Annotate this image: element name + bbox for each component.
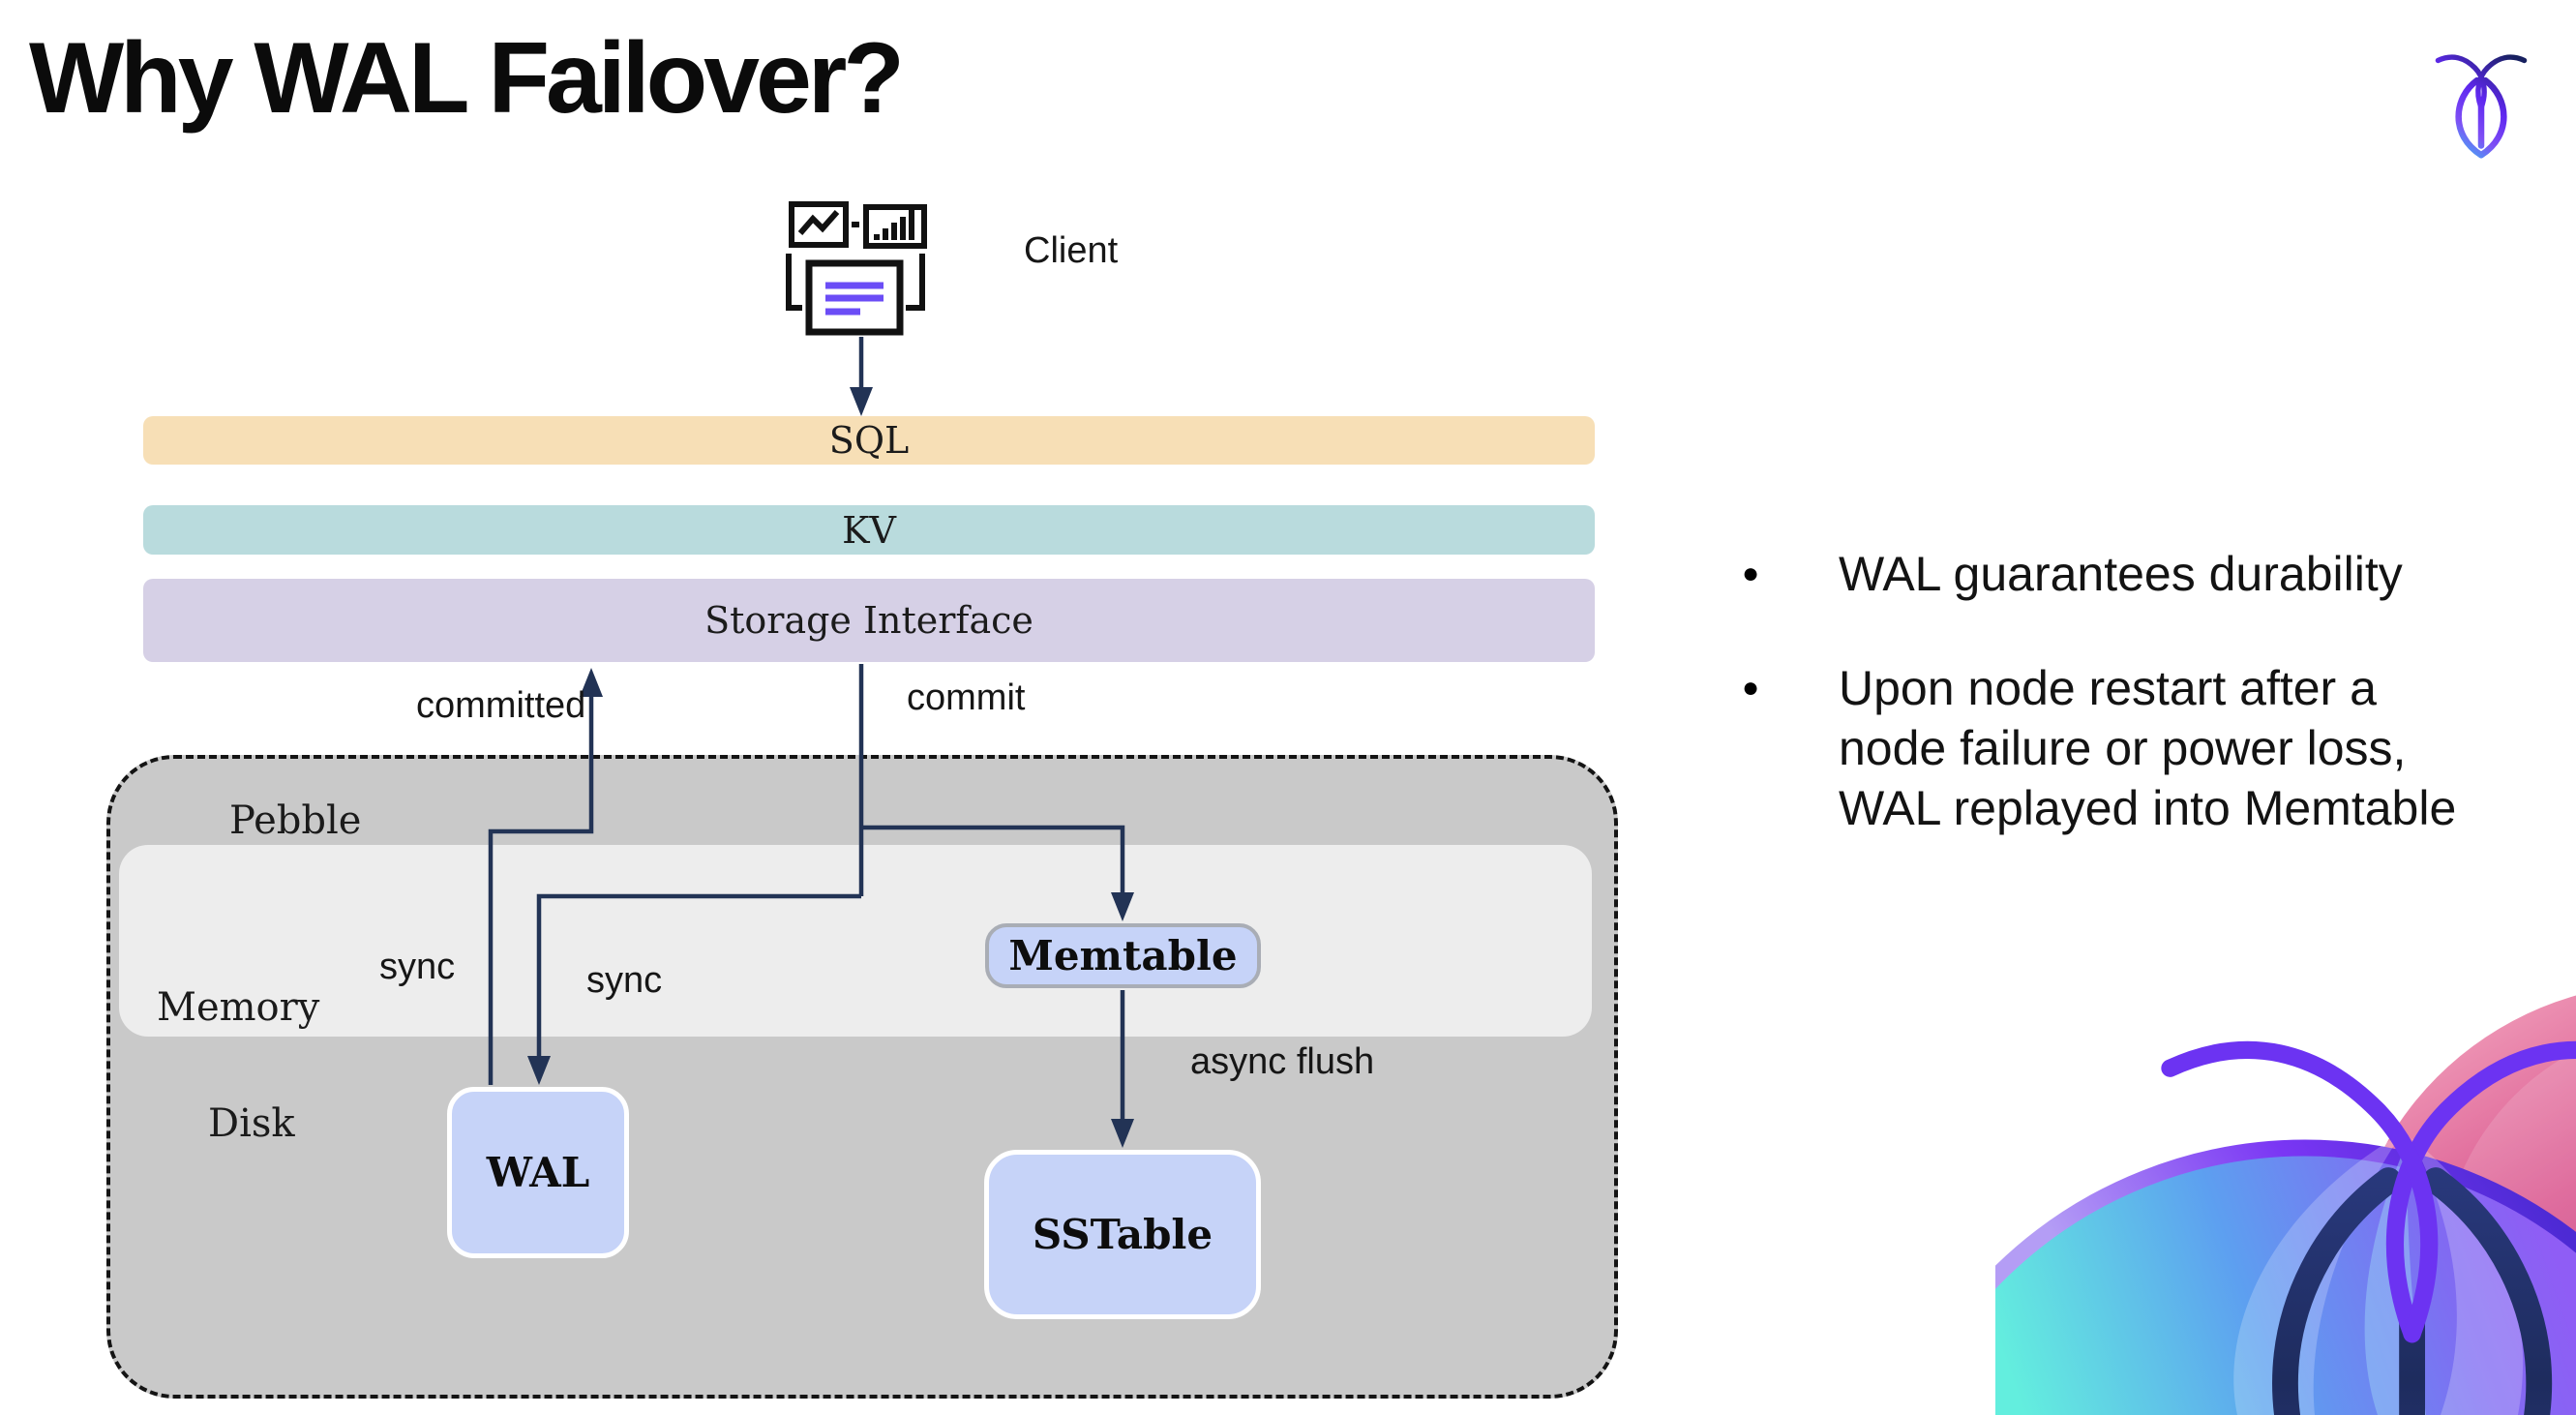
memtable-label: Memtable — [1008, 932, 1238, 979]
bullet-list: ● WAL guarantees durability ● Upon node … — [1742, 544, 2555, 892]
wal-label: WAL — [486, 1149, 590, 1196]
memory-band — [119, 845, 1592, 1037]
storage-interface-label: Storage Interface — [704, 599, 1033, 642]
storage-interface-layer-bar: Storage Interface — [143, 579, 1595, 662]
bullet-item: ● Upon node restart after a node failure… — [1742, 658, 2555, 838]
committed-edge-label: committed — [416, 685, 586, 726]
sstable-label: SSTable — [1032, 1211, 1213, 1258]
commit-edge-label: commit — [907, 677, 1026, 718]
client-label: Client — [1024, 230, 1119, 271]
sync-left-edge-label: sync — [379, 947, 456, 987]
sync-right-edge-label: sync — [586, 960, 663, 1001]
pebble-label: Pebble — [229, 798, 362, 843]
kv-layer-bar: KV — [143, 505, 1595, 555]
sql-layer-bar: SQL — [143, 416, 1595, 465]
cockroachdb-logo-icon — [2435, 54, 2528, 159]
memory-label: Memory — [157, 985, 320, 1030]
bullet-item: ● WAL guarantees durability — [1742, 544, 2555, 604]
kv-layer-label: KV — [842, 508, 896, 552]
disk-label: Disk — [208, 1101, 295, 1146]
bullet-dot: ● — [1742, 672, 1760, 704]
async-flush-edge-label: async flush — [1190, 1041, 1375, 1082]
wal-box: WAL — [447, 1087, 629, 1258]
bullet-text: WAL guarantees durability — [1839, 547, 2403, 601]
memtable-box: Memtable — [985, 923, 1261, 988]
bullet-text: Upon node restart after a node failure o… — [1839, 661, 2457, 835]
sql-layer-label: SQL — [828, 419, 910, 462]
sstable-box: SSTable — [984, 1150, 1261, 1319]
client-terminal-icon — [786, 201, 927, 336]
cockroachdb-brand-art — [1995, 995, 2576, 1415]
slide-title: Why WAL Failover? — [29, 22, 905, 135]
bullet-dot: ● — [1742, 557, 1760, 589]
